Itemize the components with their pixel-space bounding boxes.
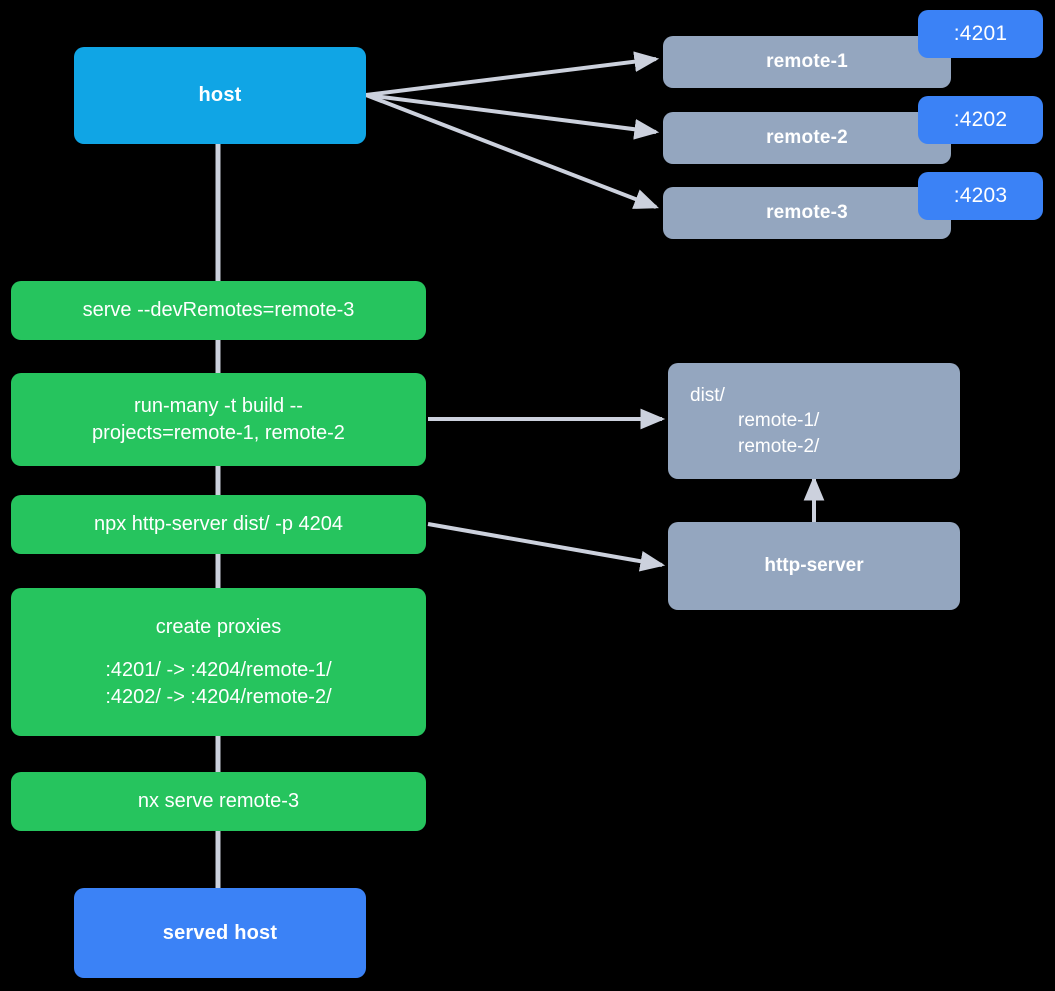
node-dist-folder-line-2: remote-1/ — [738, 410, 820, 432]
edge-host-to-remote-2 — [365, 93, 660, 140]
node-remote-2-label: remote-2 — [766, 127, 848, 149]
port-badge-remote-1[interactable]: :4201 — [918, 10, 1043, 58]
command-nx-serve-remote-3-line-1: nx serve remote-3 — [137, 790, 300, 812]
node-remote-3-label: remote-3 — [766, 202, 848, 224]
node-http-server-label: http-server — [764, 555, 864, 577]
command-create-proxies[interactable]: create proxies :4201/ -> :4204/remote-1/… — [11, 588, 426, 736]
node-host[interactable]: host — [74, 47, 366, 144]
node-host-label: host — [198, 84, 242, 106]
command-npx-http-server-line-1: npx http-server dist/ -p 4204 — [93, 513, 343, 535]
node-dist-folder[interactable]: dist/ remote-1/ remote-2/ — [668, 363, 960, 479]
port-badge-remote-3[interactable]: :4203 — [918, 172, 1043, 220]
port-badge-remote-2-label: :4202 — [953, 108, 1008, 131]
node-remote-1[interactable]: remote-1 — [663, 36, 951, 88]
edge-host-to-remote-1 — [365, 51, 660, 97]
command-create-proxies-mapping-2: :4202/ -> :4204/remote-2/ — [105, 685, 332, 708]
command-create-proxies-title: create proxies — [155, 615, 282, 638]
node-remote-2[interactable]: remote-2 — [663, 112, 951, 164]
node-http-server[interactable]: http-server — [668, 522, 960, 610]
node-remote-1-label: remote-1 — [766, 51, 848, 73]
node-dist-folder-line-1: dist/ — [690, 384, 725, 406]
command-serve-dev-remotes[interactable]: serve --devRemotes=remote-3 — [11, 281, 426, 340]
command-serve-dev-remotes-line-1: serve --devRemotes=remote-3 — [82, 299, 355, 321]
edge-host-to-remote-3 — [365, 93, 659, 209]
command-run-many-build-line-2: projects=remote-1, remote-2 — [92, 421, 345, 444]
node-dist-folder-line-3: remote-2/ — [738, 435, 820, 457]
node-remote-3[interactable]: remote-3 — [663, 187, 951, 239]
node-served-host-label: served host — [162, 921, 278, 944]
port-badge-remote-3-label: :4203 — [953, 184, 1008, 207]
command-create-proxies-mapping-1: :4201/ -> :4204/remote-1/ — [105, 658, 332, 681]
edge-npx-to-http-server — [427, 522, 666, 572]
node-served-host[interactable]: served host — [74, 888, 366, 978]
command-run-many-build[interactable]: run-many -t build -- projects=remote-1, … — [11, 373, 426, 466]
port-badge-remote-2[interactable]: :4202 — [918, 96, 1043, 144]
command-npx-http-server[interactable]: npx http-server dist/ -p 4204 — [11, 495, 426, 554]
command-nx-serve-remote-3[interactable]: nx serve remote-3 — [11, 772, 426, 831]
command-run-many-build-line-1: run-many -t build -- — [134, 394, 303, 417]
port-badge-remote-1-label: :4201 — [953, 22, 1008, 45]
